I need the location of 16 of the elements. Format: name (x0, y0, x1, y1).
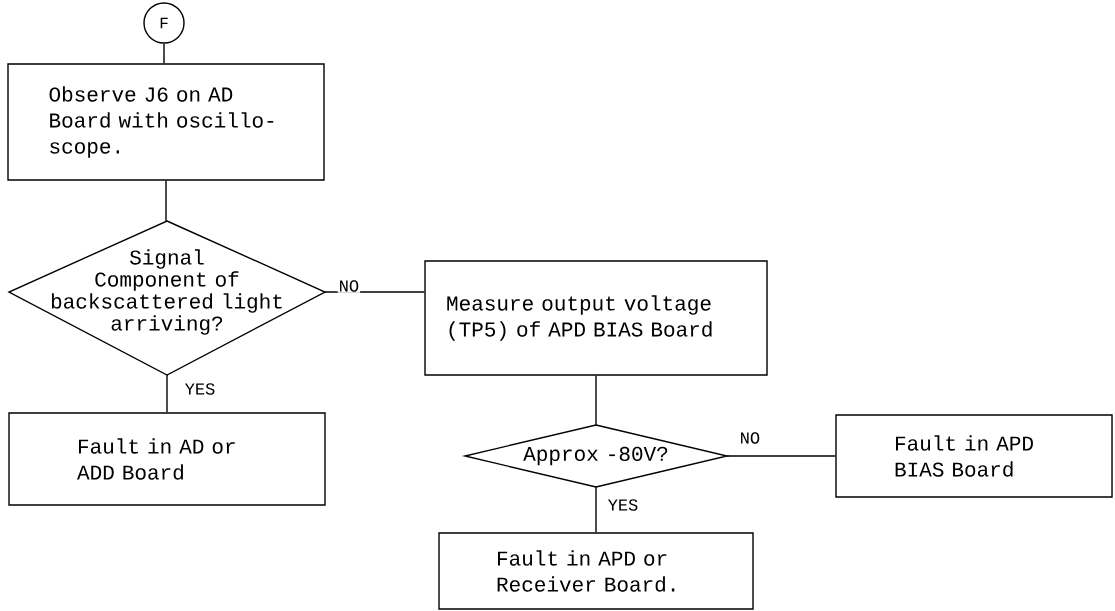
connector-line (163, 43, 165, 64)
edge-label: YES (606, 498, 640, 512)
connector-line (595, 375, 597, 426)
edge-label: NO (738, 431, 762, 445)
connector-line (595, 486, 597, 533)
process-box: Measure output voltage (TP5) of APD BIAS Board (424, 260, 768, 376)
connector-line (726, 455, 836, 457)
process-box: Fault in APD BIAS Board (835, 414, 1113, 498)
connector-line (166, 374, 168, 413)
process-box: Fault in AD or ADD Board (8, 412, 326, 506)
process-box: Fault in APD or Receiver Board. (438, 532, 754, 610)
process-box: Observe J6 on AD Board with oscillo- scope. (7, 63, 325, 181)
connector-line (165, 180, 167, 222)
connector-line (324, 291, 425, 293)
edge-label: YES (183, 382, 217, 396)
edge-label: NO (337, 279, 361, 293)
